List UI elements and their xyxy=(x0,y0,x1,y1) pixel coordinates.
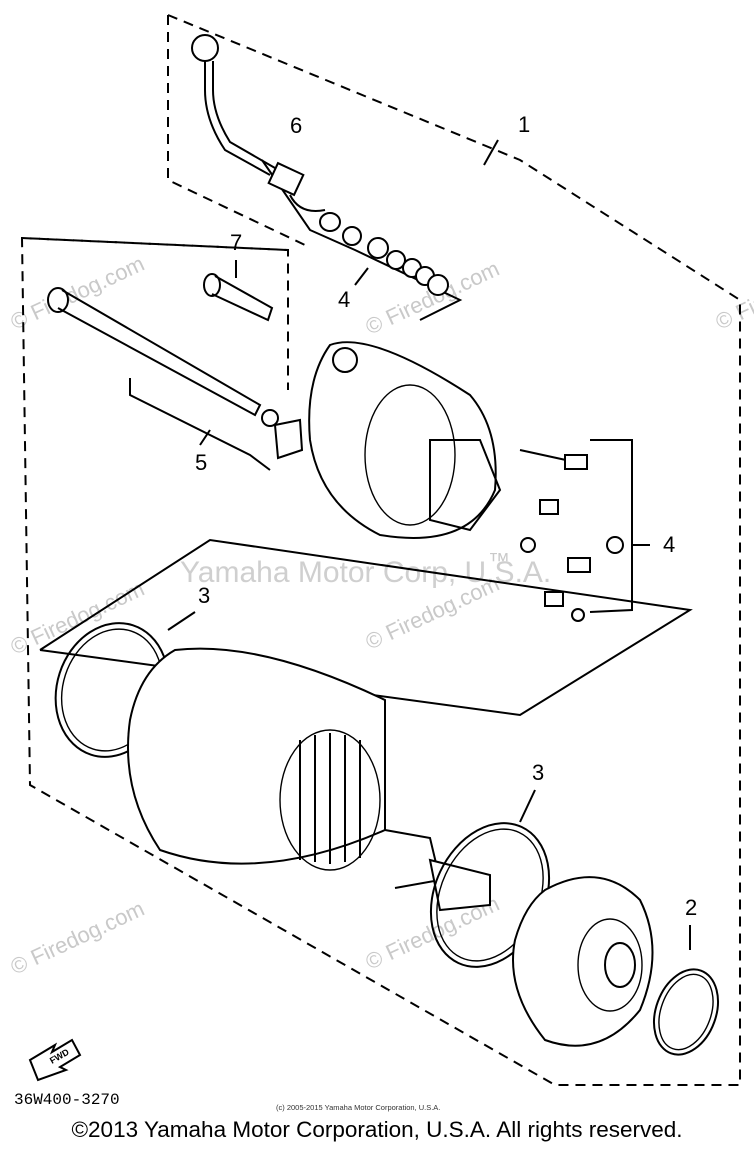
leader-1 xyxy=(483,139,499,166)
assembly-1-outline xyxy=(20,14,741,1086)
o-ring-small xyxy=(653,968,719,1056)
bolt-short xyxy=(203,273,274,322)
watermark-firedog: © Firedog.com xyxy=(7,896,149,980)
footer-copyright: ©2013 Yamaha Motor Corporation, U.S.A. A… xyxy=(71,1117,683,1142)
watermark-firedog: © Firedog.com xyxy=(712,251,754,335)
callout-1: 1 xyxy=(518,112,530,137)
front-cover xyxy=(512,876,654,1047)
fwd-arrow-icon: FWD xyxy=(28,1038,82,1082)
callout-3-lower: 3 xyxy=(532,760,544,785)
lead-wire-group-outline xyxy=(167,15,306,246)
lead-wire xyxy=(191,34,326,212)
watermark-firedog: © Firedog.com xyxy=(7,251,149,335)
rear-cover xyxy=(308,341,502,539)
watermark-firedog: © Firedog.com xyxy=(362,256,504,340)
callout-4-right: 4 xyxy=(663,532,675,557)
bracket-outline-5 xyxy=(129,378,271,471)
callout-6: 6 xyxy=(290,113,302,138)
callout-3-upper: 3 xyxy=(198,583,210,608)
brush-set xyxy=(519,439,650,622)
small-copyright: (c) 2005-2015 Yamaha Motor Corporation, … xyxy=(276,1103,440,1112)
watermark-yamaha: Yamaha Motor Corp, U.S.A. xyxy=(180,556,551,589)
leader-4-upper xyxy=(354,267,369,286)
leader-5 xyxy=(199,429,211,446)
bracket-outline-6 xyxy=(261,159,463,321)
callout-5: 5 xyxy=(195,450,207,475)
washer-set-upper xyxy=(319,212,449,296)
leader-3-lower xyxy=(519,789,536,823)
callout-4-upper: 4 xyxy=(338,287,350,312)
watermark-tm: ™ xyxy=(488,548,510,573)
callout-7: 7 xyxy=(230,230,242,255)
through-bolt xyxy=(47,287,304,460)
armature-yoke xyxy=(127,647,491,912)
callout-2: 2 xyxy=(685,895,697,920)
bolt-group-outline xyxy=(21,237,289,251)
diagram-part-number: 36W400-3270 xyxy=(14,1091,120,1109)
leader-3-upper xyxy=(167,611,196,631)
